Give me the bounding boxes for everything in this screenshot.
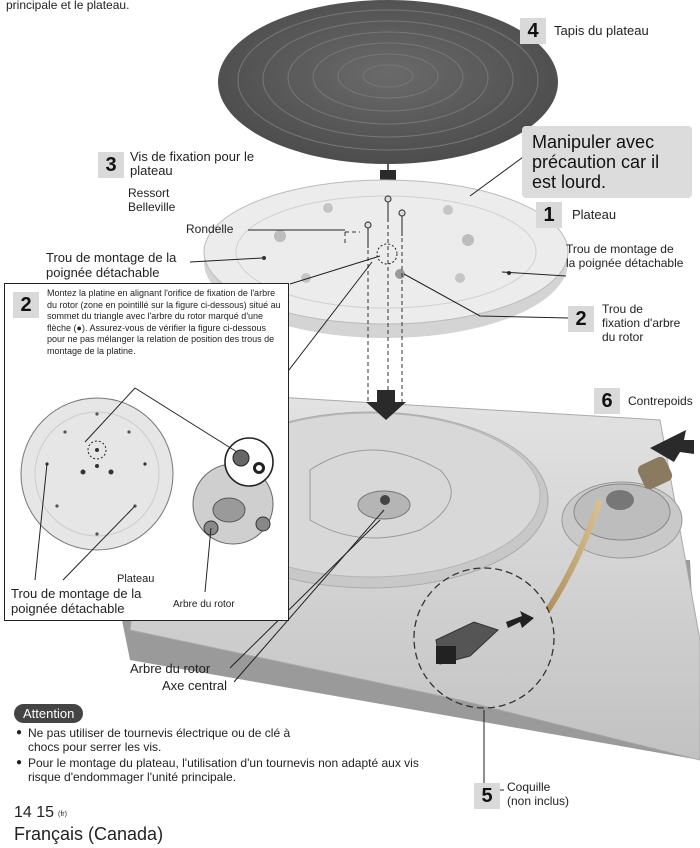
attention-item: Pour le montage du plateau, l'utilisatio… <box>16 756 436 784</box>
step-number-1: 1 <box>536 202 562 228</box>
step-label-headshell: Coquille <box>507 780 551 794</box>
step-number-2-box: 2 <box>13 292 39 318</box>
arrow-down-icon <box>366 390 406 420</box>
inset-label-platter: Plateau <box>117 573 155 585</box>
inset-label-handle-hole: Trou de montage de la poignée détachable <box>11 586 142 616</box>
attention-item: Ne pas utiliser de tournevis électrique … <box>16 726 308 754</box>
page-number-sub: (fr) <box>58 811 67 818</box>
step-label-screws: Vis de fixation pour le plateau <box>130 149 255 178</box>
step-2-instructions: Montez la platine en alignant l'orifice … <box>47 288 281 356</box>
label-washer: Rondelle <box>186 222 234 236</box>
page-number: 14 15 <box>14 804 55 821</box>
inset-label-rotor-shaft: Arbre du rotor <box>173 599 235 610</box>
label-handle-hole-right: Trou de montage de la poignée détachable <box>566 242 684 270</box>
step-number-2-rotor: 2 <box>568 306 594 332</box>
platter <box>203 179 569 338</box>
step-sublabel-headshell: (non inclus) <box>507 794 570 808</box>
step-number-5: 5 <box>474 783 500 809</box>
header-text: principale et le plateau. <box>6 0 130 12</box>
attention-list: Ne pas utiliser de tournevis électrique … <box>16 726 436 786</box>
attention-badge: Attention <box>14 704 84 723</box>
label-belleville-spring: Ressort Belleville <box>128 186 176 214</box>
step-number-4: 4 <box>520 18 546 44</box>
step-label-platter: Plateau <box>572 207 617 222</box>
label-central-axis: Axe central <box>162 678 228 693</box>
step-number-6: 6 <box>594 388 620 414</box>
step-2-instruction-box: 2 Montez la platine en alignant l'orific… <box>4 283 289 621</box>
step-label-counterweight: Contrepoids <box>628 394 693 408</box>
headshell-area <box>413 567 555 709</box>
platter-mat <box>218 0 558 164</box>
label-handle-hole-left: Trou de montage de la poignée détachable <box>46 250 177 280</box>
leader-lines <box>189 151 569 683</box>
step-number-3: 3 <box>98 152 124 178</box>
screws <box>364 195 406 248</box>
label-rotor-shaft: Arbre du rotor <box>130 661 211 676</box>
step-label-rotor-hole: Trou de fixation d'arbre du rotor <box>602 302 681 344</box>
inset-diagram <box>20 387 274 593</box>
tonearm <box>545 456 683 612</box>
language-label: Français (Canada) <box>14 824 164 844</box>
step-label-platter-mat: Tapis du plateau <box>554 23 649 38</box>
warning-callout: Manipuler avec précaution car il est lou… <box>522 126 692 198</box>
arrow-left-icon <box>650 430 694 462</box>
